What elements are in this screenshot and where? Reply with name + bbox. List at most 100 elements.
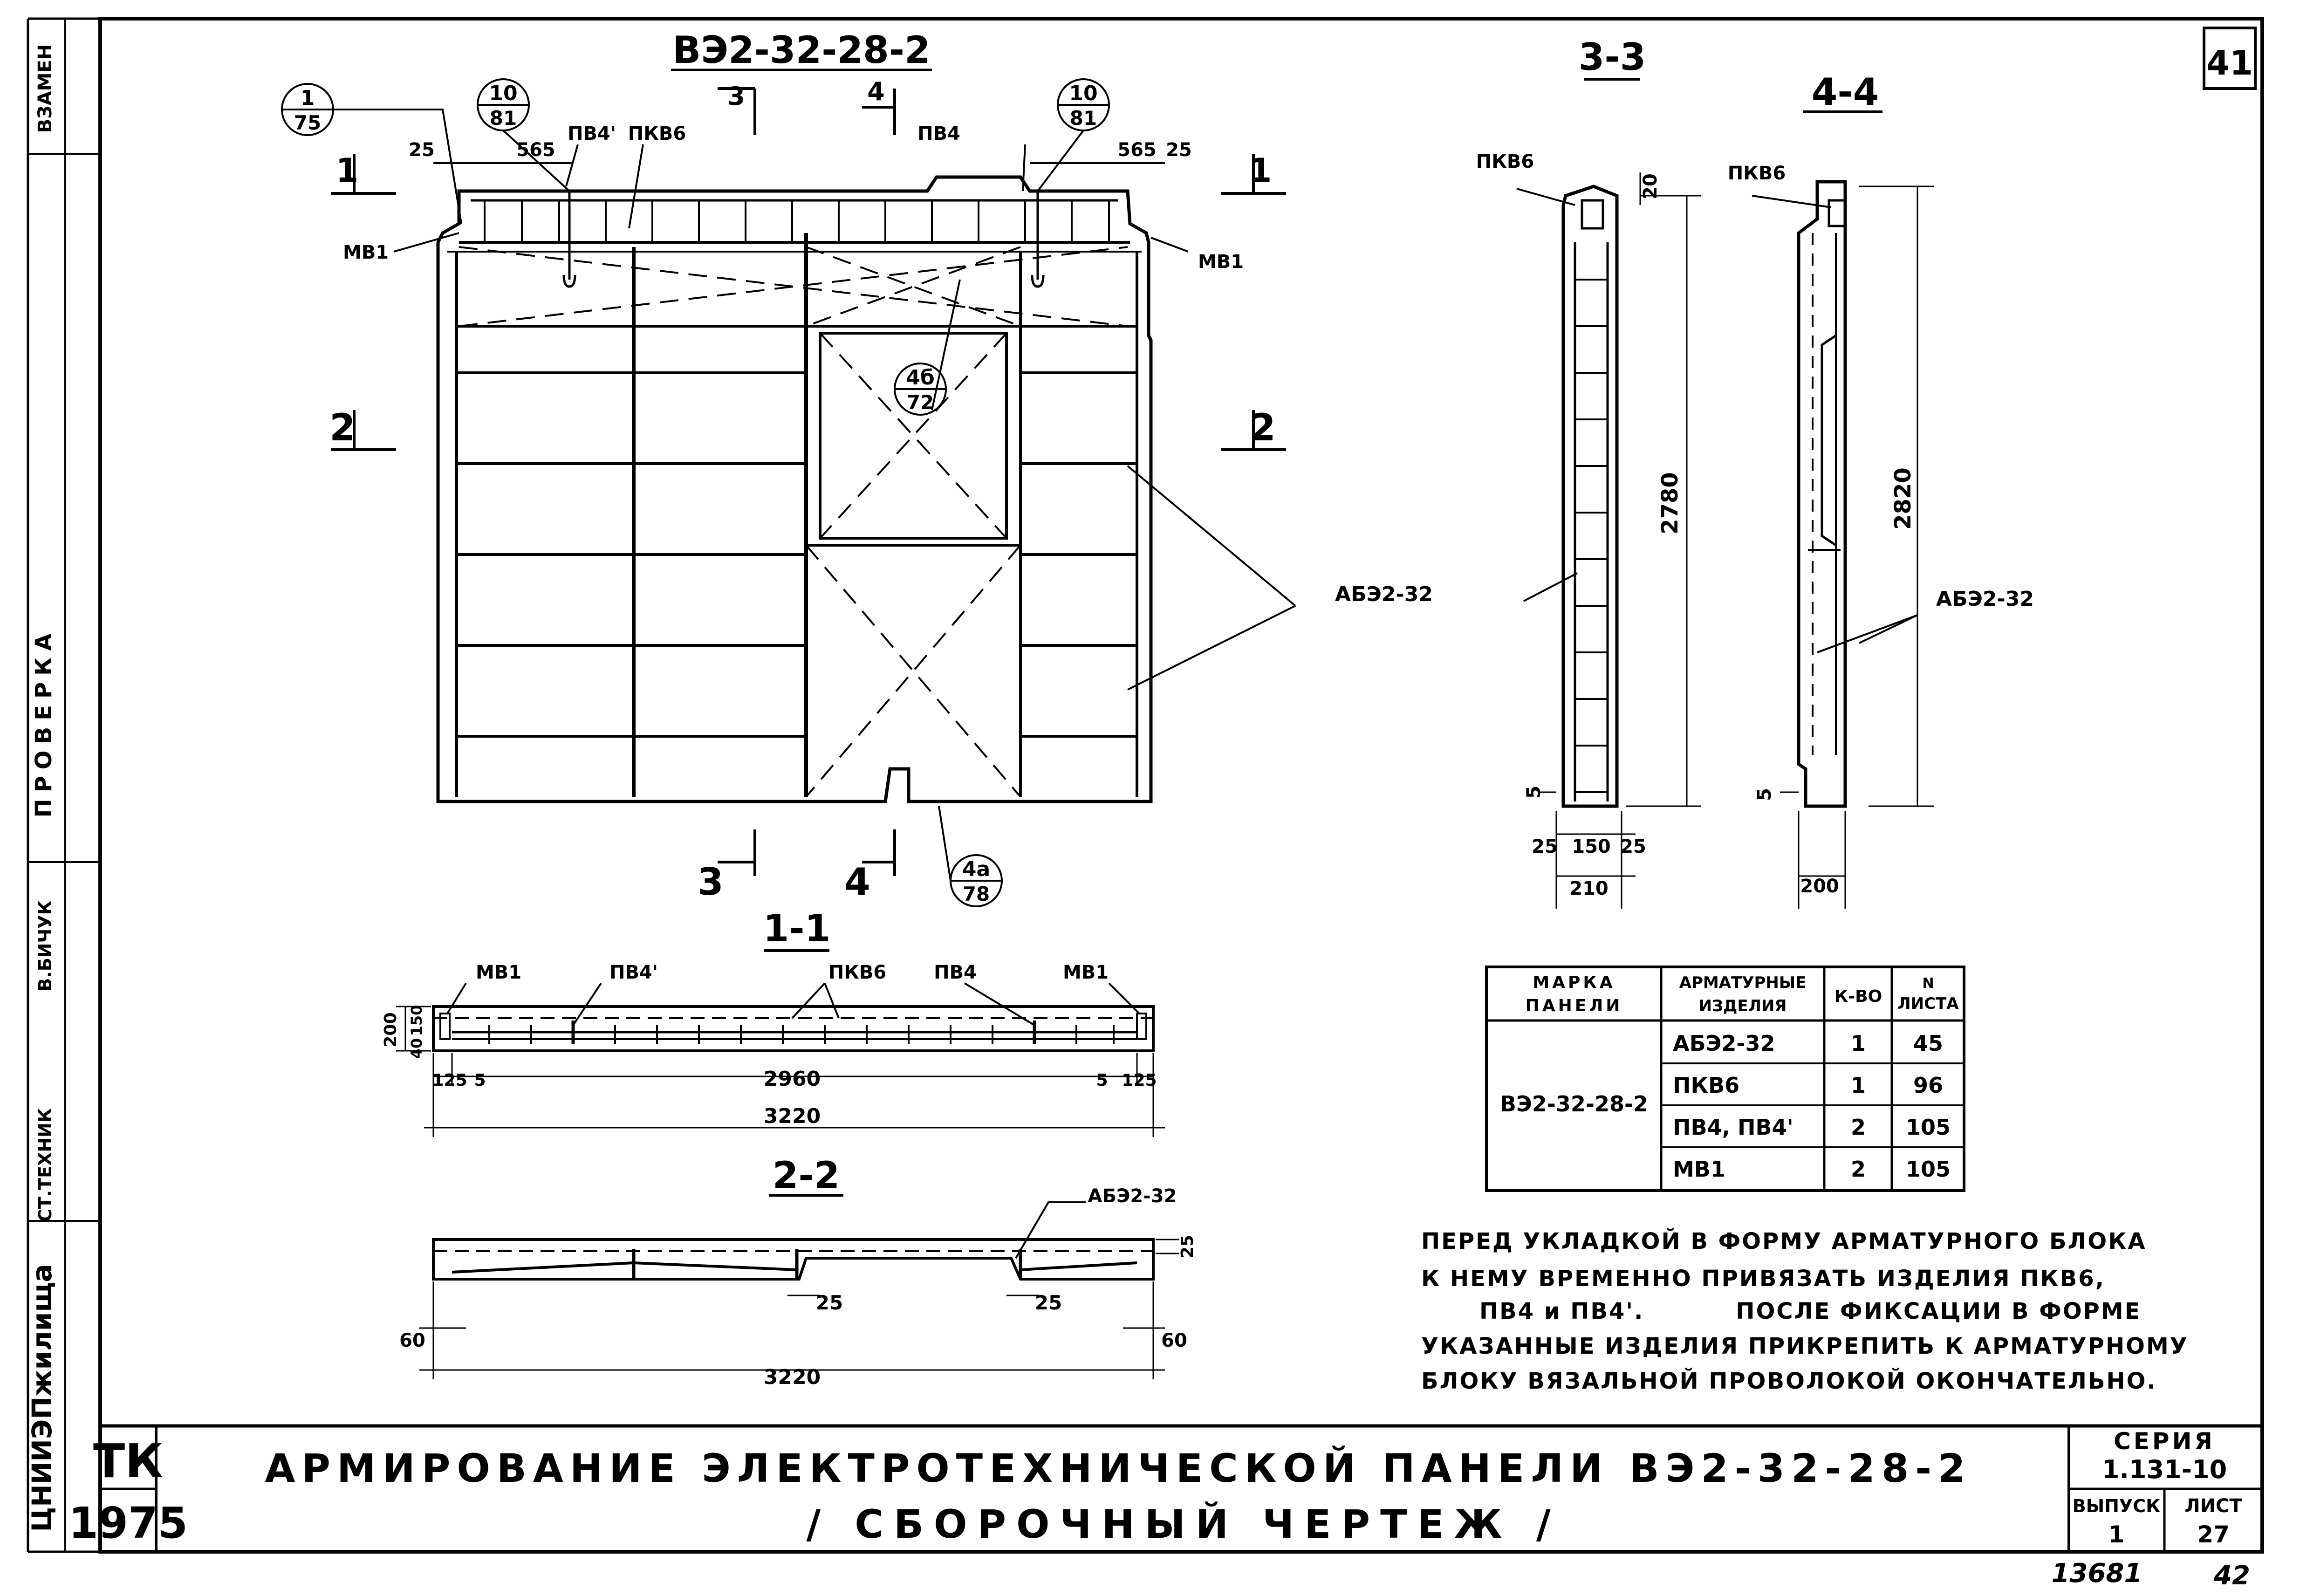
- section-2-2-dim-25-side: 25: [1178, 1235, 1197, 1258]
- section-2-2-dim-60-left: 60: [399, 1330, 425, 1351]
- section-mark-1-left: 1: [336, 151, 359, 190]
- series-value: 1.131-10: [2102, 1455, 2227, 1484]
- section-3-3-title: 3-3: [1579, 35, 1646, 79]
- section-2-2-label-ab: АБЭ2-32: [1088, 1185, 1177, 1207]
- callout-10-left-num: 10: [489, 82, 517, 105]
- panel-opening: [819, 332, 1008, 540]
- table-row-4-sheet: 105: [1906, 1157, 1951, 1182]
- label-pv4-prime: ПВ4': [568, 123, 616, 144]
- table-row-3-sheet: 105: [1906, 1115, 1951, 1140]
- series-label: СЕРИЯ: [2114, 1428, 2215, 1455]
- callout-10-left-sheet: 81: [490, 107, 517, 130]
- table-header-sheet-2: ЛИСТА: [1897, 994, 1959, 1013]
- section-4-4-dim-5: 5: [1754, 788, 1775, 801]
- callout-4a-sheet: 78: [963, 883, 990, 905]
- section-1-1-dim-3220: 3220: [764, 1104, 821, 1128]
- section-3-3-dim-210: 210: [1569, 878, 1609, 899]
- section-1-1-dim-40: 40: [408, 1038, 425, 1059]
- stamp-bichuk: В.БИЧУК: [35, 900, 55, 991]
- section-2-2: [419, 1194, 1179, 1379]
- section-1-1-text: 1-1 МВ1 ПВ4' ПКВ6 ПВ4 МВ1 200 150 40 125…: [381, 907, 1157, 1128]
- section-3-3-text: 3-3 ПКВ6 20 2780 5 25 150 25 210: [1476, 35, 1683, 899]
- vypusk-label: ВЫПУСК: [2073, 1496, 2160, 1516]
- table-row-3-qty: 2: [1851, 1115, 1866, 1140]
- sheet-number: 41: [2206, 43, 2253, 82]
- label-pv4: ПВ4: [917, 123, 960, 144]
- archive-number: 13681: [2052, 1558, 2143, 1589]
- table-row-2-item: ПКВ6: [1673, 1073, 1739, 1098]
- section-1-1-title: 1-1: [763, 907, 831, 950]
- section-3-3: [1516, 78, 1701, 909]
- section-mark-4-bottom: 4: [844, 860, 870, 904]
- title-line-2: / СБОРОЧНЫЙ ЧЕРТЕЖ /: [807, 1501, 1561, 1547]
- sheet-frame: [27, 17, 2264, 1554]
- table-row-4-item: МВ1: [1673, 1157, 1725, 1182]
- section-mark-3-top: 3: [727, 82, 745, 111]
- callout-4b-sheet: 72: [907, 391, 934, 414]
- elevation-title: ВЭ2-32-28-2: [672, 28, 930, 72]
- section-1-1-label-pv4: ПВ4: [934, 962, 977, 983]
- section-mark-2-left: 2: [329, 406, 356, 449]
- section-3-3-dim-25a: 25: [1532, 836, 1558, 857]
- section-1-1-label-pkv6: ПКВ6: [828, 962, 887, 983]
- spec-table: [1485, 966, 1965, 1192]
- section-2-2-text: 2-2 АБЭ2-32 25 25 25 60 60 3220: [399, 1154, 1197, 1389]
- note-line-4: УКАЗАННЫЕ ИЗДЕЛИЯ ПРИКРЕПИТЬ К АРМАТУРНО…: [1421, 1333, 2189, 1359]
- spec-table-text: МАРКА ПАНЕЛИ АРМАТУРНЫЕ ИЗДЕЛИЯ К-ВО N Л…: [1500, 973, 1959, 1182]
- section-1-1-dim-125-left: 125: [432, 1071, 467, 1090]
- section-mark-2-right: 2: [1250, 406, 1276, 449]
- elevation-view: [436, 175, 1153, 803]
- table-header-panel-1: МАРКА: [1533, 973, 1615, 992]
- title-block: ТК 1975 АРМИРОВАНИЕ ЭЛЕКТРОТЕХНИЧЕСКОЙ П…: [68, 1428, 2250, 1591]
- section-2-2-dim-3220: 3220: [764, 1365, 821, 1389]
- archive-number-2: 42: [2213, 1561, 2250, 1591]
- section-4-4-label-ab: АБЭ2-32: [1936, 587, 2034, 611]
- section-3-3-dim-25b: 25: [1620, 836, 1646, 857]
- stamp-proverka: ПРОВЕРКА: [31, 627, 57, 817]
- section-4-4-text: 4-4 ПКВ6 2820 АБЭ2-32 5 200: [1728, 70, 2034, 897]
- section-mark-3-bottom: 3: [698, 860, 724, 904]
- dim-565-right: 565: [1117, 139, 1157, 161]
- section-2-2-title: 2-2: [773, 1154, 840, 1197]
- elevation-annotations: [281, 68, 1296, 907]
- callout-1-num: 1: [301, 86, 315, 110]
- section-3-3-dim-height: 2780: [1657, 472, 1683, 534]
- dim-25-left: 25: [409, 139, 435, 161]
- section-4-4: [1752, 110, 1934, 909]
- dim-25-right: 25: [1166, 139, 1192, 161]
- label-mv1-left: МВ1: [343, 242, 389, 263]
- section-1-1-dim-5-right: 5: [1096, 1071, 1108, 1090]
- stamp-org: ЦНИИЭПжилища: [26, 1264, 58, 1532]
- table-row-1-qty: 1: [1851, 1031, 1866, 1056]
- section-2-2-dim-25-b: 25: [1035, 1291, 1062, 1314]
- ab-block-mesh: [455, 233, 1138, 797]
- pkv6-ladder: [471, 199, 1118, 242]
- section-mark-4-top: 4: [867, 77, 885, 106]
- section-1-1-dim-150: 150: [408, 1005, 425, 1036]
- note-line-3: ПВ4 и ПВ4'. ПОСЛЕ ФИКСАЦИИ В ФОРМЕ: [1479, 1298, 2141, 1324]
- section-3-3-dim-150: 150: [1572, 836, 1611, 857]
- table-row-4-qty: 2: [1851, 1157, 1866, 1182]
- table-row-1-item: АБЭ2-32: [1673, 1031, 1775, 1056]
- section-1-1-dim-200: 200: [381, 1012, 400, 1047]
- section-1-1-dim-2960: 2960: [764, 1067, 821, 1091]
- table-header-sheet-1: N: [1922, 975, 1934, 992]
- table-header-items-1: АРМАТУРНЫЕ: [1679, 973, 1807, 992]
- dim-565-left: 565: [516, 139, 555, 161]
- section-3-3-label-pkv6: ПКВ6: [1476, 151, 1534, 172]
- label-pkv6: ПКВ6: [628, 123, 686, 144]
- section-4-4-title: 4-4: [1812, 70, 1879, 114]
- section-1-1-label-mv1-right: МВ1: [1063, 962, 1109, 983]
- table-panel-mark: ВЭ2-32-28-2: [1500, 1091, 1648, 1117]
- callout-4b-num: 4б: [906, 366, 934, 390]
- callout-10-right-sheet: 81: [1070, 107, 1097, 130]
- note-line-2: К НЕМУ ВРЕМЕННО ПРИВЯЗАТЬ ИЗДЕЛИЯ ПКВ6,: [1421, 1266, 2105, 1292]
- title-line-1: АРМИРОВАНИЕ ЭЛЕКТРОТЕХНИЧЕСКОЙ ПАНЕЛИ ВЭ…: [265, 1445, 1971, 1491]
- section-2-2-dim-25-a: 25: [816, 1291, 843, 1314]
- section-4-4-dim-height: 2820: [1890, 467, 1916, 530]
- table-header-qty: К-ВО: [1835, 987, 1882, 1006]
- panel-outline: [436, 175, 1153, 803]
- list-value: 27: [2197, 1521, 2230, 1548]
- section-1-1-dim-5-left: 5: [474, 1071, 486, 1090]
